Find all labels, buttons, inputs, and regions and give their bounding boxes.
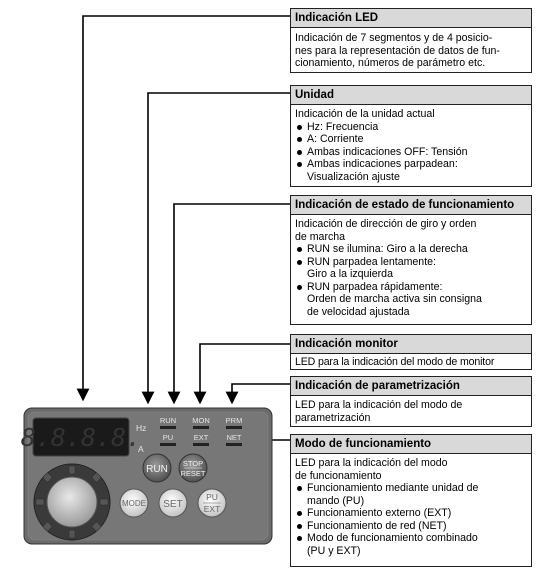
bullet-list: RUN se ilumina: Giro a la derecha RUN pa…	[295, 243, 527, 318]
text-line: nes para la representación de datos de f…	[295, 44, 500, 57]
box-body: Indicación de dirección de giro y orden …	[291, 215, 531, 321]
list-item: Ambas indicaciones OFF: Tensión	[295, 146, 527, 159]
led-run-label: RUN	[160, 416, 176, 425]
pu-ext-button[interactable]: PU EXT	[197, 488, 227, 518]
item-text: (PU y EXT)	[307, 544, 361, 557]
list-item: RUN se ilumina: Giro a la derecha	[295, 243, 527, 256]
item-text: Giro a la izquierda	[307, 268, 393, 280]
box-title: Indicación monitor	[291, 335, 531, 354]
item-text: RUN se ilumina: Giro a la derecha	[307, 243, 468, 255]
box-unidad: Unidad Indicación de la unidad actual Hz…	[290, 85, 532, 187]
unit-hz-label: Hz	[136, 423, 146, 433]
led-ext-indicator	[193, 443, 209, 446]
box-body: LED para la indicación del modo de monit…	[295, 356, 495, 368]
led-net-label: NET	[227, 433, 242, 442]
item-text: Modo de funcionamiento combinado	[307, 532, 478, 544]
box-indicacion-led: Indicación LED Indicación de 7 segmentos…	[290, 8, 532, 73]
text-line: LED para la indicación del modo de	[295, 399, 463, 411]
led-prm-indicator	[226, 426, 242, 429]
stop-label: STOP	[183, 459, 203, 468]
led-pu-indicator	[160, 443, 176, 446]
unit-a-label: A	[138, 444, 144, 454]
pu-label: PU	[206, 492, 218, 502]
led-display-digits: 8.8.8.8.	[21, 423, 141, 452]
box-indicacion-monitor: Indicación monitor LED para la indicació…	[290, 334, 532, 370]
list-item: Funcionamiento externo (EXT)	[295, 507, 527, 520]
list-item: A: Corriente	[295, 133, 527, 146]
item-text: de velocidad ajustada	[307, 305, 410, 318]
item-text: Funcionamiento de red (NET)	[307, 519, 447, 532]
item-text: A: Corriente	[307, 133, 364, 145]
item-text: Funcionamiento externo (EXT)	[307, 507, 452, 519]
item-text: Visualización ajuste	[307, 170, 400, 183]
line-estado	[167, 203, 290, 405]
box-body: LED para la indicación del modo de funci…	[291, 454, 531, 560]
reset-label: RESET	[180, 469, 205, 478]
list-item: RUN parpadea lentamente:Giro a la izquie…	[295, 256, 527, 281]
mode-button[interactable]: MODE	[119, 488, 149, 518]
item-text: Orden de marcha activa sin consigna	[307, 293, 482, 305]
list-item: Funcionamiento de red (NET)	[295, 520, 527, 533]
box-title: Indicación LED	[291, 9, 531, 28]
intro-text: Indicación de dirección de giro y orden	[295, 218, 477, 230]
led-pu-label: PU	[163, 433, 173, 442]
box-estado-funcionamiento: Indicación de estado de funcionamiento I…	[290, 195, 532, 325]
text-line: cionamiento, números de parámetro etc.	[295, 57, 486, 69]
set-button-label: SET	[163, 499, 182, 510]
stop-reset-button[interactable]: STOP RESET	[178, 453, 208, 483]
intro-text: de funcionamiento	[295, 469, 382, 482]
line-param	[225, 383, 290, 405]
item-text: Ambas indicaciones OFF: Tensión	[307, 145, 468, 158]
box-title: Modo de funcionamiento	[291, 435, 531, 454]
box-indicacion-parametrizacion: Indicación de parametrización LED para l…	[290, 376, 532, 427]
box-title: Unidad	[291, 86, 531, 105]
mode-button-label: MODE	[122, 499, 146, 508]
intro-text: de marcha	[295, 230, 346, 243]
box-title: Indicación de parametrización	[291, 377, 531, 396]
set-button[interactable]: SET	[158, 488, 188, 518]
item-text: mando (PU)	[307, 494, 365, 507]
list-item: Ambas indicaciones parpadean:Visualizaci…	[295, 158, 527, 183]
led-mon-indicator	[193, 426, 209, 429]
intro-text: Indicación de la unidad actual	[295, 108, 435, 120]
text-line: Indicación de 7 segmentos y de 4 posicio…	[295, 32, 493, 44]
item-text: Ambas indicaciones parpadean:	[307, 158, 458, 170]
box-body: Indicación de 7 segmentos y de 4 posicio…	[291, 28, 531, 73]
intro-text: LED para la indicación del modo	[295, 457, 448, 469]
box-title: Indicación de estado de funcionamiento	[291, 196, 531, 215]
box-modo-funcionamiento: Modo de funcionamiento LED para la indic…	[290, 434, 532, 567]
box-body: LED para la indicación del modo de param…	[291, 396, 531, 427]
item-text: Funcionamiento mediante unidad de	[307, 482, 479, 494]
line-unidad	[141, 92, 290, 405]
line-monitor	[193, 343, 290, 405]
list-item: RUN parpadea rápidamente:Orden de marcha…	[295, 281, 527, 319]
list-item: Hz: Frecuencia	[295, 121, 527, 134]
setting-dial[interactable]	[33, 463, 111, 541]
led-display-window	[32, 417, 130, 457]
run-button-label: RUN	[146, 464, 168, 475]
led-net-indicator	[226, 443, 242, 446]
box-body: Indicación de la unidad actual Hz: Frecu…	[291, 105, 531, 186]
item-text: RUN parpadea rápidamente:	[307, 280, 443, 293]
led-run-indicator	[160, 426, 176, 429]
run-button[interactable]: RUN	[142, 453, 172, 483]
led-ext-label: EXT	[194, 433, 209, 442]
text-line: parametrización	[295, 411, 371, 424]
led-mon-label: MON	[192, 416, 210, 425]
led-prm-label: PRM	[226, 416, 243, 425]
list-item: Modo de funcionamiento combinado(PU y EX…	[295, 532, 527, 557]
bullet-list: Hz: Frecuencia A: Corriente Ambas indica…	[295, 121, 527, 184]
line-led	[76, 15, 290, 402]
item-text: RUN parpadea lentamente:	[307, 255, 436, 268]
item-text: Hz: Frecuencia	[307, 120, 379, 133]
ext-label: EXT	[204, 504, 221, 514]
